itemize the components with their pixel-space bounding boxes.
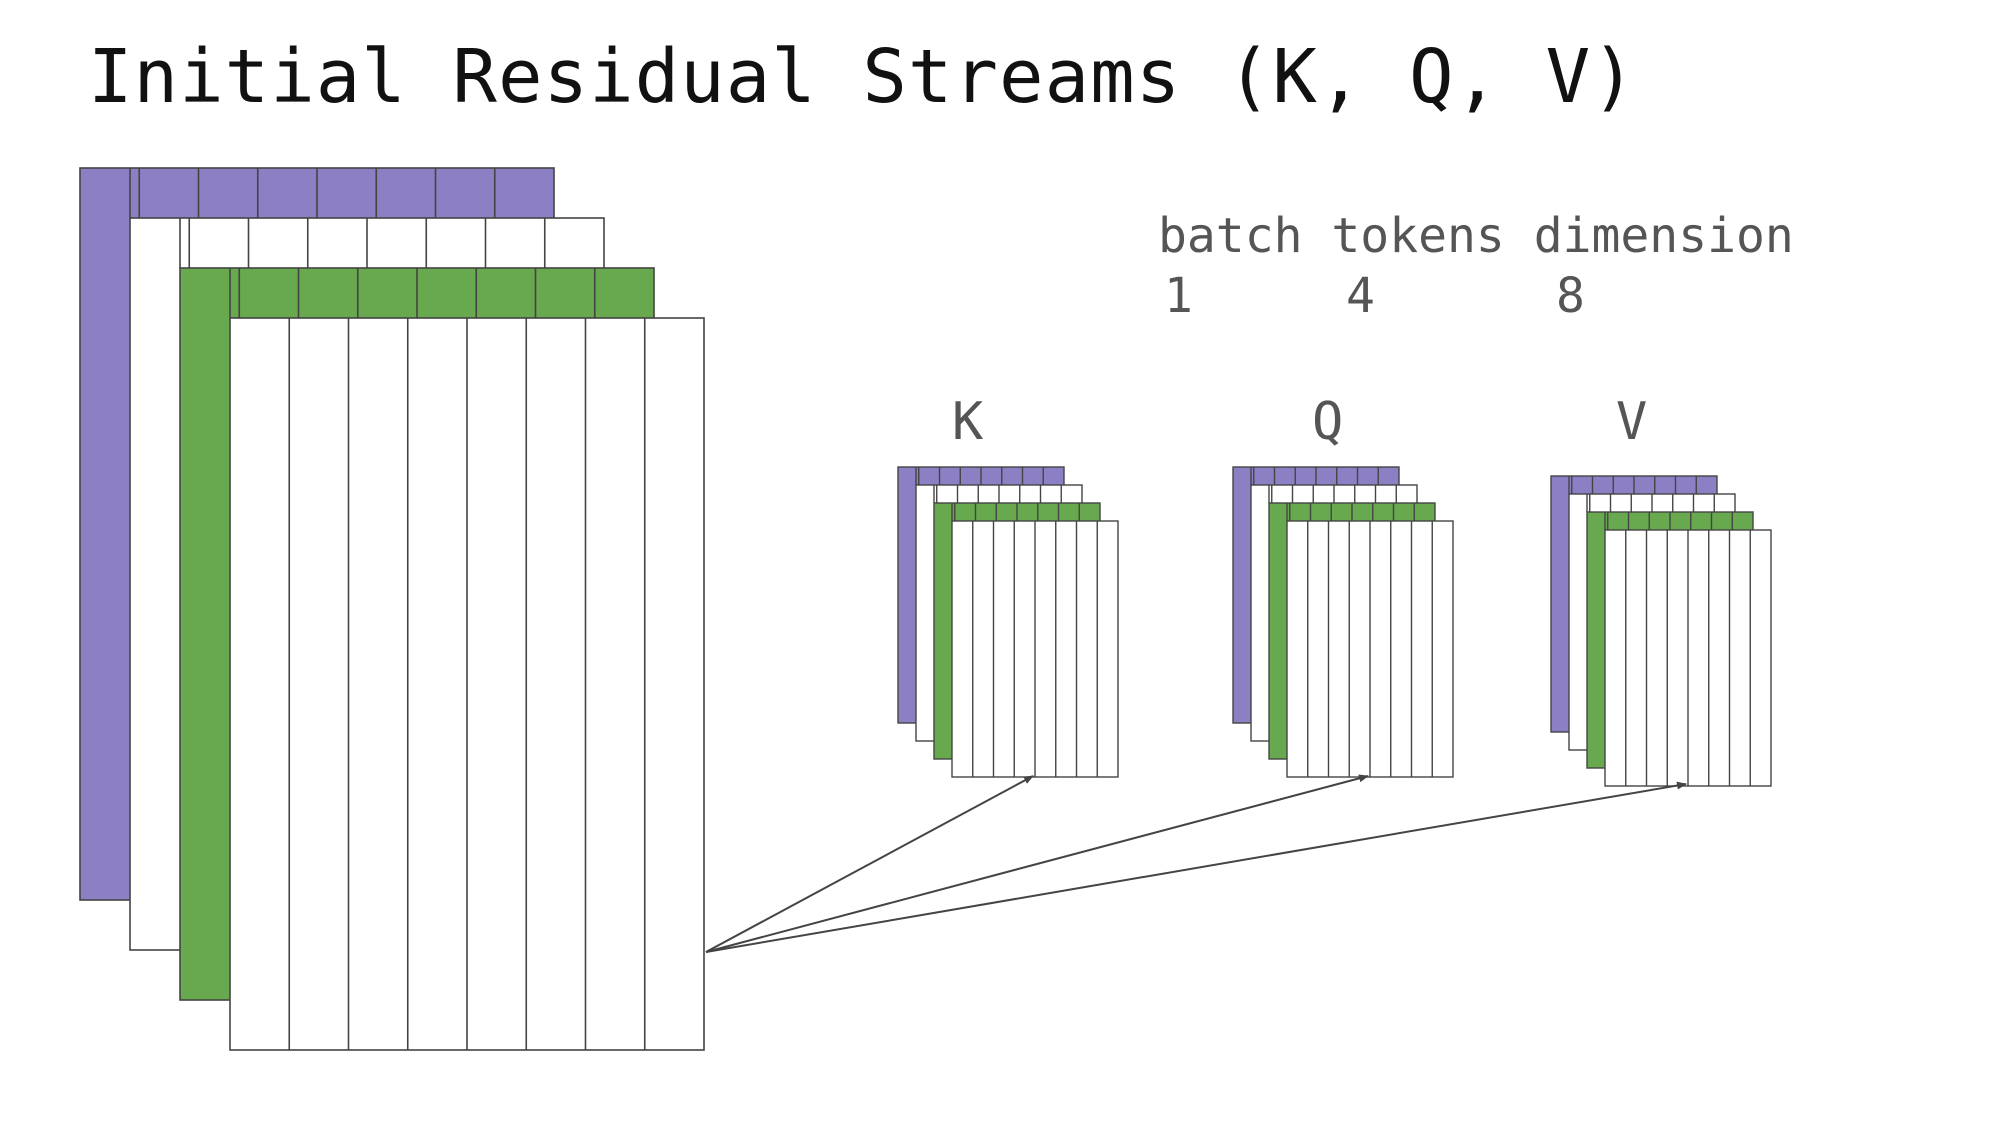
projection-arrows (705, 774, 1687, 953)
stack-label-k: K (952, 392, 984, 452)
page-title: Initial Residual Streams (K, Q, V) (88, 34, 1637, 120)
main-layer-4-white (229, 317, 705, 1051)
stack-label-v: V (1616, 392, 1648, 452)
stack-v (1550, 475, 1772, 787)
dim-value-batch: 1 (1164, 268, 1193, 324)
dim-header-batch: batch (1158, 208, 1303, 264)
stack-label-q: Q (1312, 392, 1344, 452)
k-layer-4-white (951, 520, 1119, 778)
dim-value-tokens: 4 (1346, 268, 1375, 324)
dimension-header: batch tokens dimension (1158, 208, 1794, 264)
v-layer-4-white (1604, 529, 1772, 787)
stack-q (1232, 466, 1454, 778)
dim-header-dimension: dimension (1533, 208, 1794, 264)
dim-value-dimension: 8 (1556, 268, 1585, 324)
q-layer-4-white (1286, 520, 1454, 778)
main-residual-stack (79, 167, 705, 1051)
kqv-stacks (897, 466, 1772, 787)
dim-header-tokens: tokens (1331, 208, 1505, 264)
arrow-to-k (705, 775, 1034, 953)
arrow-to-q (705, 774, 1369, 953)
stack-k (897, 466, 1119, 778)
arrow-to-v (705, 781, 1687, 953)
